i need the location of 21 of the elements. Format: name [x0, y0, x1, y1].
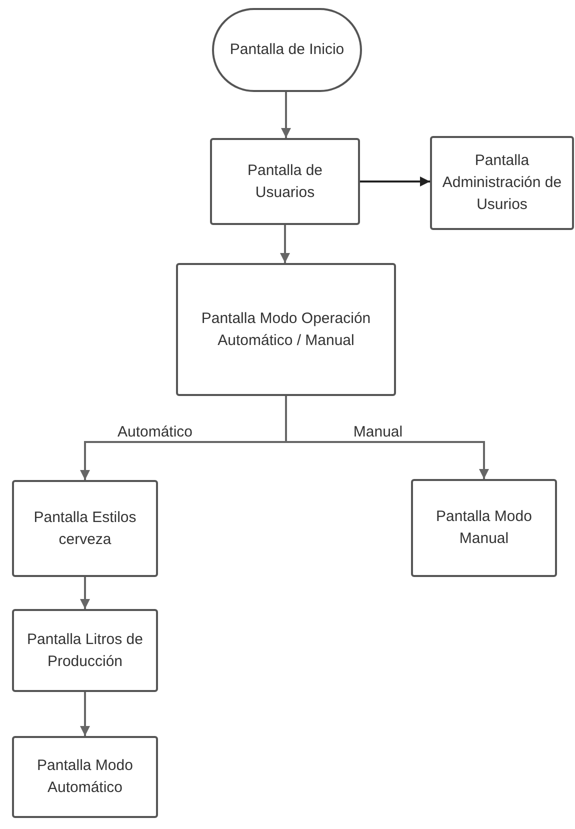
node-label: Pantalla Estilos cerveza: [32, 508, 138, 550]
process-box: [176, 263, 396, 396]
process-box: [12, 609, 158, 692]
process-box: [411, 479, 557, 577]
node-label: Pantalla Administración de Usurios: [441, 151, 563, 215]
node-label: Pantalla Modo Operación Automático / Manual: [200, 308, 372, 350]
arrow: [80, 692, 90, 736]
process-box: [12, 480, 158, 577]
node-label: Pantalla Modo Automático: [36, 756, 134, 798]
arrow: [281, 92, 291, 138]
arrow: [360, 176, 430, 186]
process-box: [210, 138, 360, 225]
arrow: [285, 396, 489, 479]
node-label: Pantalla Litros de Producción: [26, 630, 144, 672]
arrow: [280, 225, 290, 263]
process-box: [12, 736, 158, 818]
arrow: [80, 577, 90, 609]
process-box: [430, 136, 574, 230]
node-label: Pantalla Modo Manual: [435, 507, 533, 549]
node-label: Pantalla de Inicio: [230, 40, 344, 60]
node-label: Pantalla de Usuarios: [246, 160, 324, 202]
